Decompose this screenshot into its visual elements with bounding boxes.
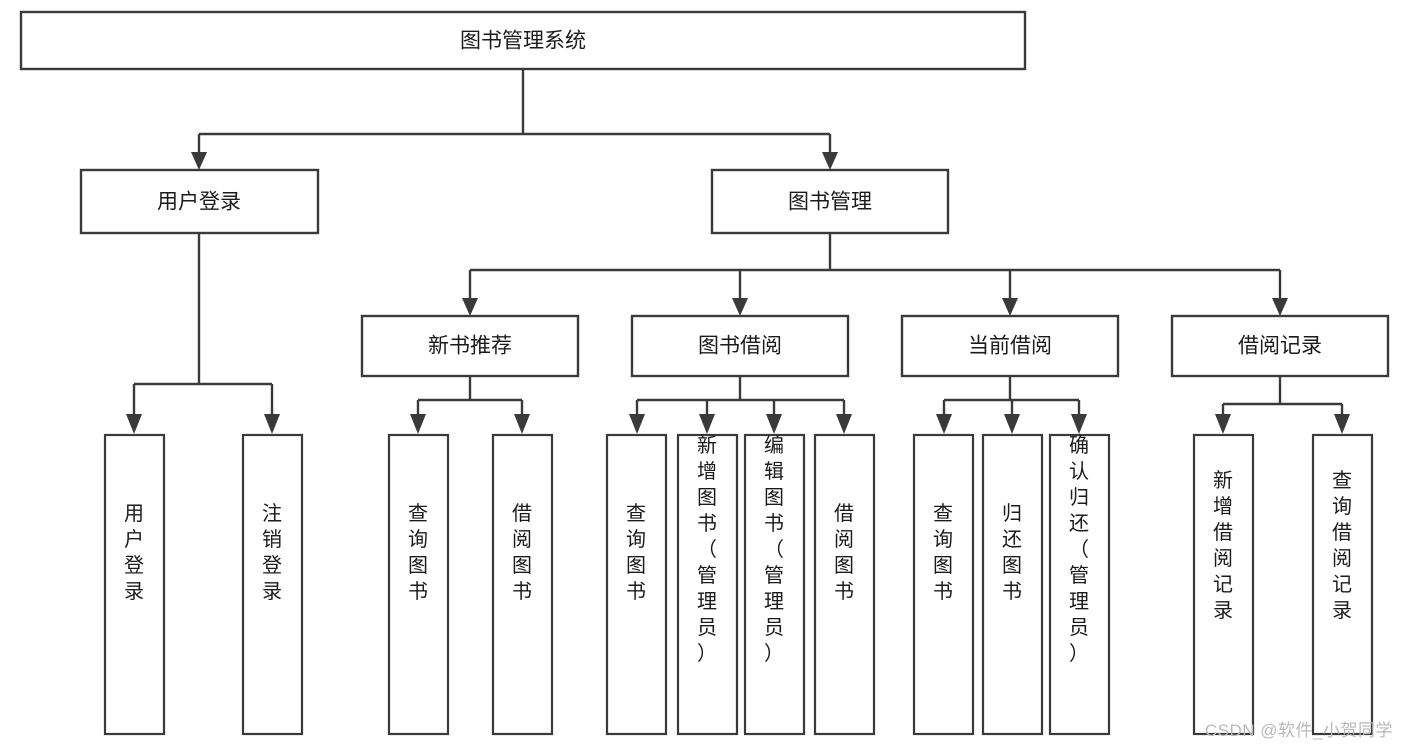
leaf-borrow-record-2-box[interactable] (1311, 433, 1374, 736)
leaf-book-borrow-1-box[interactable] (605, 433, 668, 736)
leaf-user-login-1[interactable]: 用户登录 (103, 433, 166, 736)
node-current-borrow-box[interactable] (900, 314, 1120, 378)
leaf-book-borrow-4-label: 借阅图书 (834, 502, 854, 603)
csdn-watermark: CSDN @软件_小贺同学 (1204, 721, 1393, 740)
arrow-head-leaf-book-borrow-1 (629, 414, 645, 434)
leaf-user-login-1-box[interactable] (103, 433, 166, 736)
arrow-head-user-login (191, 152, 207, 170)
arrow-head-leaf-user-login-2 (264, 414, 280, 434)
leaf-book-borrow-3-label: 编辑图书（管理员） (764, 434, 784, 665)
leaf-borrow-record-1-label: 新增借阅记录 (1213, 469, 1233, 622)
leaf-user-login-2-box[interactable] (241, 433, 304, 736)
node-book-management-box[interactable] (710, 168, 950, 235)
leaf-user-login-2-label: 注销登录 (262, 502, 282, 603)
node-borrow-record-label: 借阅记录 (1238, 335, 1322, 358)
arrow-head-leaf-book-borrow-3 (766, 414, 782, 434)
leaf-book-borrow-2[interactable]: 新增图书（管理员） (676, 433, 739, 736)
node-current-borrow-label: 当前借阅 (968, 335, 1052, 358)
leaf-current-borrow-1-label: 查询图书 (933, 502, 953, 603)
leaf-current-borrow-3-box[interactable] (1048, 433, 1111, 736)
node-book-borrow-box[interactable] (630, 314, 850, 378)
node-root-book-management-system[interactable]: 图书管理系统 (19, 10, 1027, 71)
leaf-book-borrow-2-box[interactable] (676, 433, 739, 736)
node-user-login[interactable]: 用户登录 (79, 168, 320, 235)
arrow-head-leaf-new-book-2 (514, 414, 530, 434)
node-borrow-record-box[interactable] (1170, 314, 1390, 378)
leaf-current-borrow-2-box[interactable] (981, 433, 1044, 736)
leaf-new-book-1-label: 查询图书 (408, 502, 428, 603)
node-user-login-label: 用户登录 (157, 191, 241, 214)
leaf-borrow-record-2-label: 查询借阅记录 (1332, 469, 1352, 622)
leaf-book-borrow-1[interactable]: 查询图书 (605, 433, 668, 736)
arrow-head-leaf-book-borrow-4 (836, 414, 852, 434)
leaf-borrow-record-1[interactable]: 新增借阅记录 (1192, 433, 1255, 736)
leaf-new-book-2[interactable]: 借阅图书 (491, 433, 554, 736)
leaf-borrow-record-1-box[interactable] (1192, 433, 1255, 736)
leaf-current-borrow-2-label: 归还图书 (1002, 502, 1022, 603)
node-current-borrow[interactable]: 当前借阅 (900, 314, 1120, 378)
leaf-user-login-2[interactable]: 注销登录 (241, 433, 304, 736)
leaf-borrow-record-2[interactable]: 查询借阅记录 (1311, 433, 1374, 736)
node-new-book-recommend-label: 新书推荐 (428, 335, 512, 358)
leaf-book-borrow-3[interactable]: 编辑图书（管理员） (743, 433, 806, 736)
connector-layer (126, 69, 1350, 434)
leaf-book-borrow-4[interactable]: 借阅图书 (813, 433, 876, 736)
arrow-head-leaf-borrow-record-1 (1215, 414, 1231, 434)
leaf-current-borrow-1-box[interactable] (912, 433, 975, 736)
arrow-head-leaf-book-borrow-2 (699, 414, 715, 434)
node-root-box[interactable] (19, 10, 1027, 71)
arrow-head-new-book-recommend (462, 298, 478, 316)
node-book-management[interactable]: 图书管理 (710, 168, 950, 235)
leaf-current-borrow-3[interactable]: 确认归还（管理员） (1048, 433, 1111, 736)
arrow-head-current-borrow (1002, 298, 1018, 316)
arrow-head-leaf-current-borrow-2 (1004, 414, 1020, 434)
leaf-user-login-1-label: 用户登录 (124, 503, 144, 603)
node-book-borrow-label: 图书借阅 (698, 335, 782, 358)
leaf-new-book-1[interactable]: 查询图书 (387, 433, 450, 736)
leaf-book-borrow-3-box[interactable] (743, 433, 806, 736)
arrow-head-book-mgmt (822, 152, 838, 170)
node-root-label: 图书管理系统 (460, 30, 586, 53)
leaf-new-book-1-box[interactable] (387, 433, 450, 736)
arrow-head-leaf-borrow-record-2 (1334, 414, 1350, 434)
arrow-head-leaf-user-login-1 (126, 414, 142, 434)
leaf-book-borrow-4-box[interactable] (813, 433, 876, 736)
node-new-book-recommend-box[interactable] (360, 314, 580, 378)
leaf-current-borrow-3-label: 确认归还（管理员） (1069, 434, 1089, 665)
node-book-borrow[interactable]: 图书借阅 (630, 314, 850, 378)
arrow-head-borrow-record (1272, 298, 1288, 316)
leaf-current-borrow-1[interactable]: 查询图书 (912, 433, 975, 736)
node-borrow-record[interactable]: 借阅记录 (1170, 314, 1390, 378)
leaf-book-borrow-1-label: 查询图书 (626, 502, 646, 603)
node-user-login-box[interactable] (79, 168, 320, 235)
leaf-book-borrow-2-label: 新增图书（管理员） (697, 434, 717, 665)
node-new-book-recommend[interactable]: 新书推荐 (360, 314, 580, 378)
leaf-new-book-2-box[interactable] (491, 433, 554, 736)
arrow-head-leaf-current-borrow-3 (1071, 414, 1087, 434)
arrow-head-leaf-current-borrow-1 (936, 414, 952, 434)
node-book-management-label: 图书管理 (788, 191, 872, 214)
leaf-current-borrow-2[interactable]: 归还图书 (981, 433, 1044, 736)
arrow-head-leaf-new-book-1 (410, 414, 426, 434)
leaf-new-book-2-label: 借阅图书 (512, 502, 532, 603)
arrow-head-book-borrow (732, 298, 748, 316)
